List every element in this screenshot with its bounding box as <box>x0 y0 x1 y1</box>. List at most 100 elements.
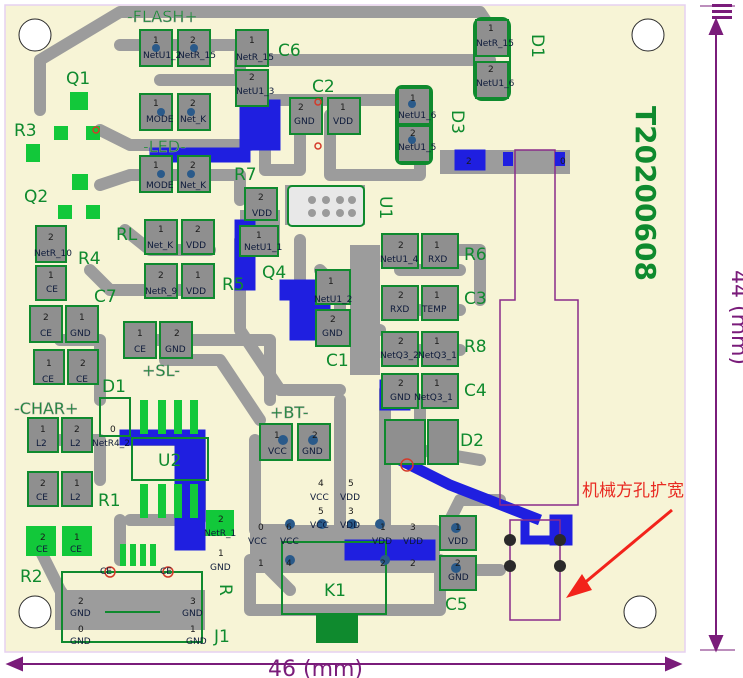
pad-label: GND <box>186 637 207 647</box>
pad-label: 2 <box>380 559 386 569</box>
dim-bottom-label: 46 (mm) <box>268 657 363 678</box>
pad-label: 2 <box>398 337 404 347</box>
pad-label: 1 <box>274 431 280 441</box>
label-d3: D3 <box>447 110 467 134</box>
pad-label: 1 <box>190 625 196 635</box>
label-r5: R5 <box>222 275 245 295</box>
pad-label: 2 <box>78 597 84 607</box>
pad-label: L2 <box>70 439 81 449</box>
pad-label: NetU1_4 <box>380 255 419 265</box>
slot-pads <box>503 152 566 572</box>
pad-label: 2 <box>312 431 318 441</box>
label-q2: Q2 <box>24 187 48 207</box>
pad-label: 1 <box>195 271 201 281</box>
pad-label: 1 <box>410 94 416 104</box>
label-r3: R3 <box>14 121 37 141</box>
label-r1: R1 <box>98 491 121 511</box>
pad-label: 0 <box>78 625 84 635</box>
pad-label: 0 <box>258 523 264 533</box>
pad-label: 0 <box>110 425 116 435</box>
silkscreen-labels: -FLASH+ -LED- +SL- -CHAR+ +BT- Q1 R3 Q2 … <box>14 7 662 647</box>
pad-label: 1 <box>153 36 159 46</box>
pad-label: NetU1_2 <box>314 295 352 305</box>
pad-label: GND <box>182 609 203 619</box>
top-right-marks <box>712 4 732 19</box>
pad-label: 2 <box>218 515 224 525</box>
pad-label: VDD <box>403 537 423 547</box>
pad-label: 1 <box>158 225 164 235</box>
pad-label: 1 <box>434 291 440 301</box>
pad-label: 2 <box>80 359 86 369</box>
pad-label: 2 <box>40 533 46 543</box>
annotation-arrow <box>566 508 673 598</box>
pad-label: 2 <box>258 193 264 203</box>
mounting-hole-br <box>623 595 657 629</box>
label-c1: C1 <box>326 351 349 371</box>
label-c7: C7 <box>94 287 117 307</box>
red-markers <box>92 98 414 578</box>
pad-label: CE <box>36 493 48 503</box>
pad-label: 1 <box>74 533 80 543</box>
pad-label: NetU1_2 <box>143 51 181 61</box>
pad-label: MODE <box>146 115 174 125</box>
pad-label: VDD <box>252 209 272 219</box>
pad-label: 2 <box>398 241 404 251</box>
pad-label: 1 <box>328 277 334 287</box>
pad-label: TEMP <box>421 305 447 315</box>
pad-label: 4 <box>318 479 324 489</box>
pad-label: GND <box>390 393 411 403</box>
pad-label: GND <box>165 345 186 355</box>
pad-label: 1 <box>137 329 143 339</box>
label-r-rot: R <box>215 584 235 596</box>
pad-label: 2 <box>298 103 304 113</box>
pad-label: VDD <box>340 493 360 503</box>
pad-label: RXD <box>428 255 447 265</box>
pad-label: 3 <box>410 523 416 533</box>
label-c5: C5 <box>445 595 468 615</box>
pad-label: 1 <box>455 523 461 533</box>
pad-label: 1 <box>153 99 159 109</box>
dimensions <box>5 5 735 672</box>
board-outline <box>4 4 686 653</box>
label-r6: R6 <box>464 245 487 265</box>
pad-label: Net_K <box>147 241 174 251</box>
board-code: T20200608 <box>629 106 662 281</box>
pad-label: NetU1_3 <box>236 87 274 97</box>
label-flash: -FLASH+ <box>127 7 198 26</box>
pad-label: 1 <box>79 313 85 323</box>
pad-label: NetR_9 <box>145 287 178 297</box>
pad-label: 2 <box>466 157 472 167</box>
pad-label: 5 <box>318 507 324 517</box>
pad-label: GND <box>322 329 343 339</box>
pad-label: CE <box>100 567 112 577</box>
pad-label: 6 <box>286 523 292 533</box>
label-c2: C2 <box>312 77 335 97</box>
label-u2: U2 <box>158 451 181 471</box>
pad-label: NetU1_5 <box>398 143 436 153</box>
label-u1: U1 <box>375 196 395 219</box>
pad-label: NetU1_6 <box>476 79 515 89</box>
pad-label: 1 <box>218 549 224 559</box>
u1-chip <box>287 185 365 227</box>
pad-label: GND <box>302 447 323 457</box>
pad-label: GND <box>70 637 91 647</box>
pad-label: NetR_15 <box>476 39 514 49</box>
pad-label: CE <box>36 545 48 555</box>
pad-label: 1 <box>258 559 264 569</box>
pad-label: 1 <box>153 161 159 171</box>
label-r7: R7 <box>234 165 257 185</box>
pad-label: VCC <box>310 521 329 531</box>
u2-chip <box>131 437 209 481</box>
pad-label: NetR_1 <box>204 529 236 539</box>
k1-switch <box>281 541 387 615</box>
pad-label: 2 <box>74 425 80 435</box>
pad-label: RXD <box>390 305 409 315</box>
pad-label: 1 <box>256 231 262 241</box>
pad-label: 2 <box>174 329 180 339</box>
pad-label: Net_K <box>180 115 207 125</box>
pad-label: 3 <box>348 507 354 517</box>
pad-label: 2 <box>410 559 416 569</box>
label-d2: D2 <box>460 431 484 451</box>
pad-label: 1 <box>249 36 255 46</box>
